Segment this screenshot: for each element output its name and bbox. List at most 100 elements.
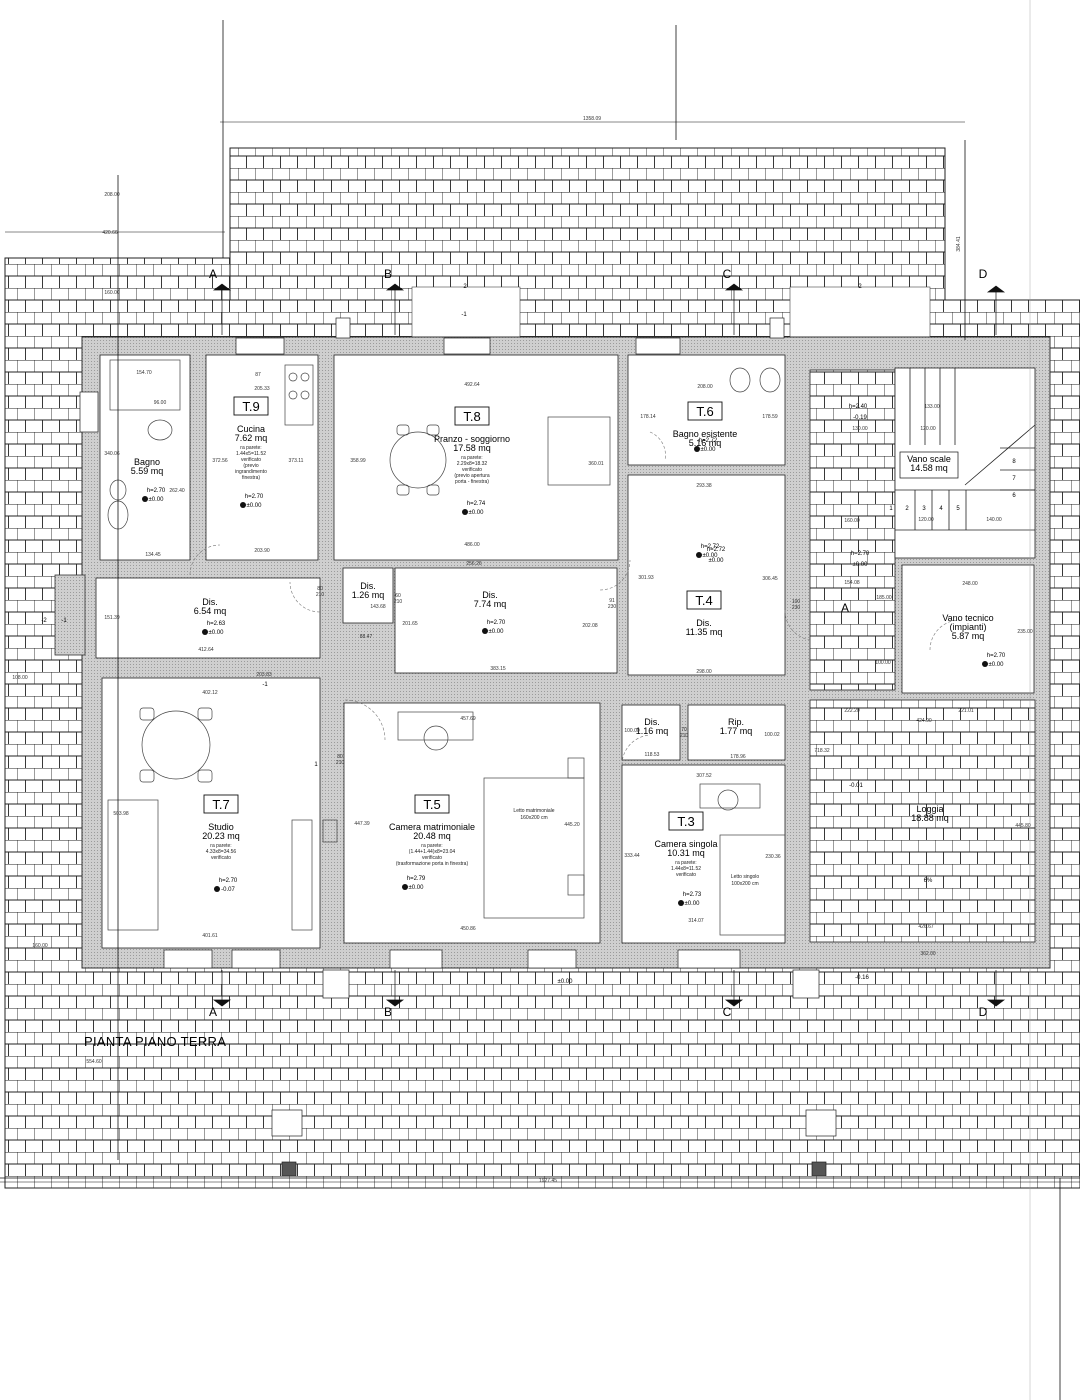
- bed-single-label: Letto singolo: [731, 874, 760, 880]
- t4-extra-height: h=2.72: [707, 547, 726, 553]
- marker-minus-2: -2: [41, 618, 47, 624]
- stair-step-6: 6: [1012, 493, 1016, 499]
- camera-matrimoniale-level-icon: [402, 884, 408, 890]
- t4-code: T.4: [695, 593, 712, 608]
- dimension-29: 298.00: [696, 669, 712, 675]
- bed-double: [483, 777, 585, 919]
- stair-height: h=2.40: [849, 404, 868, 410]
- studio-level: -0.07: [221, 887, 235, 893]
- pranzo-note: porta - finestra): [455, 479, 489, 485]
- dimension-70: 100.00: [875, 660, 891, 666]
- dimension-53: 118.53: [645, 752, 660, 758]
- dimension-74: 100: [792, 599, 801, 605]
- dimension-48: 230.36: [765, 854, 781, 860]
- stair-step-8: 8: [1012, 459, 1016, 465]
- studio-area: 20.23 mq: [202, 831, 240, 841]
- dimension-33: 143.68: [370, 604, 386, 610]
- dis-c-name: Dis.: [482, 590, 498, 600]
- pranzo-note: verificato: [462, 467, 482, 473]
- bagno-esistente-area: 5.16 mq: [689, 438, 722, 448]
- t4-extra-level: ±0.00: [709, 558, 725, 564]
- dis-c-area: 7.74 mq: [474, 599, 507, 609]
- dimension-38: 402.12: [202, 690, 218, 696]
- cucina-area: 7.62 mq: [235, 433, 268, 443]
- camera-matrimoniale-code-box: [414, 794, 450, 814]
- dis-small-area: 1.16 mq: [636, 726, 669, 736]
- dimension-40: 503.98: [113, 811, 129, 817]
- dimension-50: 178.96: [730, 754, 746, 760]
- dimension-28: 306.45: [762, 576, 778, 582]
- dimension-16: 373.11: [289, 458, 304, 464]
- table-studio: [141, 710, 211, 780]
- ripostiglio-name: Rip.: [728, 717, 744, 727]
- dis-small-name: Dis.: [644, 717, 660, 727]
- bagno-area: 5.59 mq: [131, 466, 164, 476]
- camera-singola-level: ±0.00: [685, 901, 701, 907]
- section-markers: [212, 283, 1006, 1007]
- cucina-note: finestra): [242, 475, 260, 481]
- t4-area: 11.35 mq: [686, 627, 723, 637]
- dimension-58: 718.32: [814, 748, 830, 754]
- pranzo-area: 17.58 mq: [453, 443, 491, 453]
- t4-name: Dis.: [696, 618, 712, 628]
- stair-step-2: 2: [905, 506, 909, 512]
- dimension-64: 130.00: [852, 426, 868, 432]
- dimension-67: 154.08: [844, 580, 860, 586]
- dimension-30: 151.39: [104, 615, 120, 621]
- dimension-36: 383.15: [490, 666, 506, 672]
- cucina-code: T.9: [242, 399, 259, 414]
- bagno-height: h=2.70: [147, 488, 166, 494]
- camera-matrimoniale-height: h=2.79: [407, 876, 426, 882]
- pranzo-note: ra parete:: [461, 455, 482, 461]
- bed-single-size: 100x200 cm: [731, 881, 758, 887]
- pranzo-height: h=2.74: [467, 501, 486, 507]
- dimension-49: 314.07: [688, 918, 704, 924]
- camera-singola-level-icon: [678, 900, 684, 906]
- dimension-18: 87: [255, 372, 261, 378]
- bagno-esistente-height: h=2.72: [699, 438, 718, 444]
- dimension-54: 248.00: [962, 581, 978, 587]
- dimension-44: 445.20: [564, 822, 580, 828]
- bagno-esistente-level-icon: [694, 446, 700, 452]
- studio-code-box: [203, 794, 239, 814]
- pranzo-code: T.8: [463, 409, 480, 424]
- dimension-0: 1358.09: [583, 116, 601, 122]
- loggia-slope: 6%: [924, 878, 933, 884]
- bagno-esistente-code-box: [687, 401, 723, 421]
- loggia-name: Loggia: [916, 804, 943, 814]
- dimension-26: 293.38: [696, 483, 712, 489]
- pranzo-level-icon: [462, 509, 468, 515]
- room-pranzo: [333, 354, 619, 561]
- dimension-63: 140.00: [986, 517, 1002, 523]
- room-interiors: [95, 354, 1035, 949]
- ripostiglio-area: 1.77 mq: [720, 726, 753, 736]
- dis-c-level-icon: [482, 628, 488, 634]
- dimension-21: 360.01: [588, 461, 604, 467]
- dimension-65: 133.00: [924, 404, 940, 410]
- dimension-82: 80: [337, 754, 343, 760]
- camera-singola-code-box: [668, 811, 704, 831]
- room-camera-matrimoniale: [343, 702, 601, 944]
- cucina-level: ±0.00: [247, 503, 263, 509]
- outside-level-2: -0.16: [855, 975, 869, 981]
- dimension-56: 221.01: [958, 708, 974, 714]
- room-ripostiglio: [687, 704, 786, 761]
- dimension-69: 185.00: [876, 595, 892, 601]
- bagno-esistente-name: Bagno esistente: [673, 429, 738, 439]
- marker-minus-1-b: -1: [461, 312, 467, 318]
- loggia-area: [809, 369, 1036, 943]
- stair-step-3: 3: [922, 506, 926, 512]
- camera-matrimoniale-note: verificato: [422, 855, 442, 861]
- dimension-15: 372.56: [212, 458, 228, 464]
- dimension-31: 412.64: [198, 647, 214, 653]
- dimension-14: 205.33: [254, 386, 270, 392]
- dimension-9: 154.70: [136, 370, 152, 376]
- t4-level-icon: [696, 552, 702, 558]
- t4-code-box: [686, 590, 722, 610]
- cucina-note: ingrandimento: [235, 469, 267, 475]
- studio-level-icon: [214, 886, 220, 892]
- camera-singola-note: verificato: [676, 872, 696, 878]
- dimension-23: 208.00: [697, 384, 713, 390]
